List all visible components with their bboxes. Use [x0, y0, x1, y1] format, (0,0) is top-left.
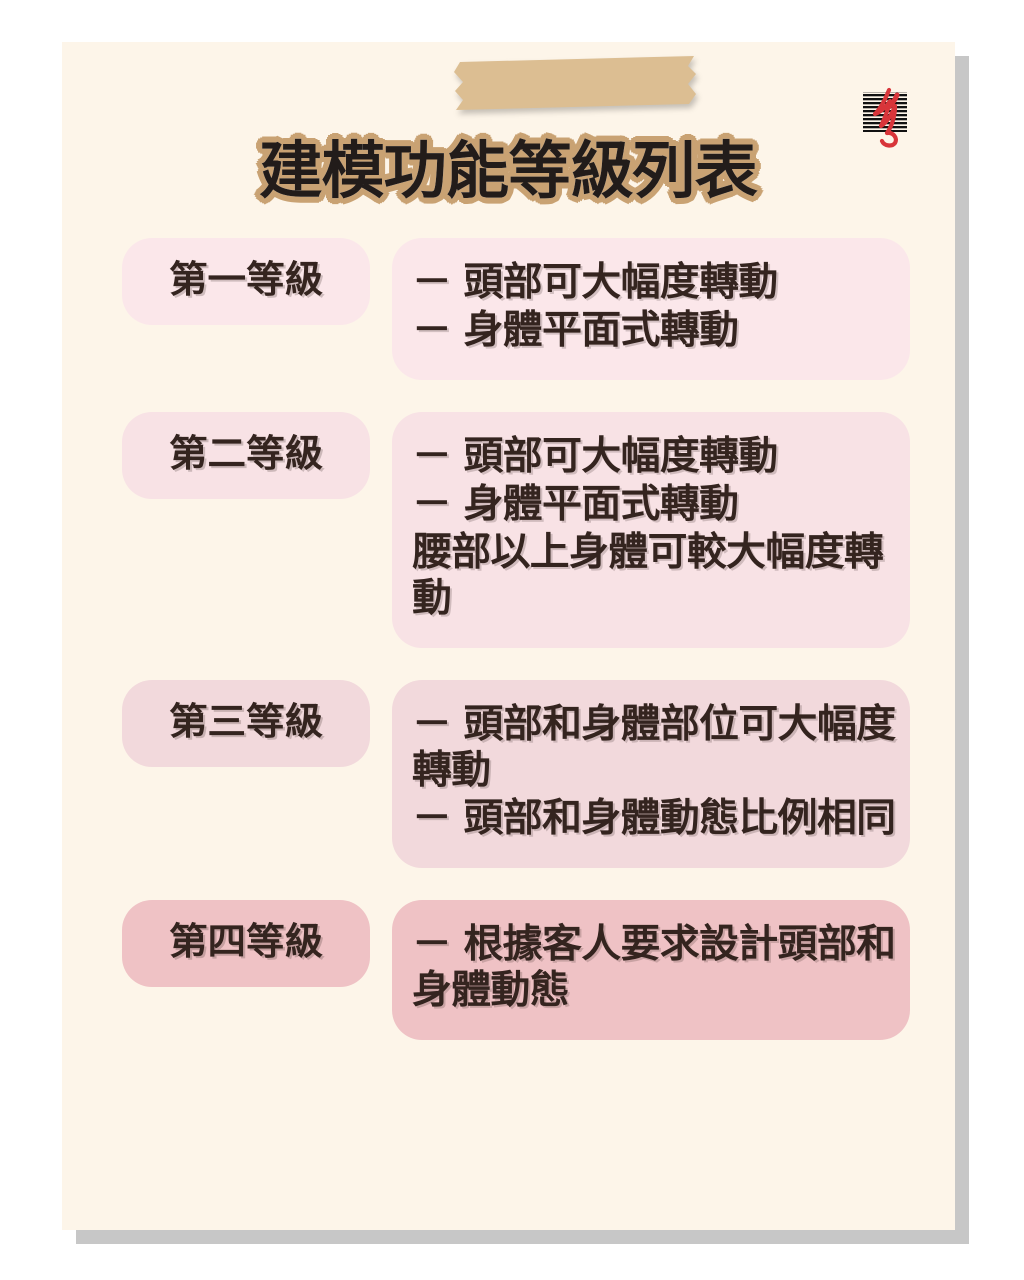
level-label-4: 第四等級 — [169, 920, 323, 964]
detail-line: －身體平面式轉動 — [412, 308, 902, 354]
level-list: 第一等級 －頭部可大幅度轉動 －身體平面式轉動 第二等級 －頭部可大幅度轉動 — [62, 238, 955, 1041]
washi-tape-icon — [450, 54, 702, 112]
bullet-dash: － — [412, 482, 452, 528]
level-row: 第一等級 －頭部可大幅度轉動 －身體平面式轉動 — [62, 238, 955, 381]
bullet-dash: － — [412, 434, 452, 480]
level-detail-box-1: －頭部可大幅度轉動 －身體平面式轉動 — [392, 238, 910, 381]
detail-line: －頭部可大幅度轉動 — [412, 434, 902, 480]
page-title: 建模功能等級列表 — [258, 134, 760, 207]
detail-text: 頭部和身體動態比例相同 — [463, 796, 896, 842]
detail-text: 身體平面式轉動 — [463, 482, 739, 528]
detail-line: －頭部和身體動態比例相同 — [412, 796, 902, 842]
bullet-dash: － — [412, 260, 452, 305]
detail-text: 腰部以上身體可較大幅度轉動 — [412, 530, 884, 622]
detail-line: －根據客人要求設計頭部和身體動態 — [412, 922, 902, 1014]
detail-text: 根據客人要求設計頭部和身體動態 — [412, 922, 896, 1014]
level-row: 第四等級 －根據客人要求設計頭部和身體動態 — [62, 900, 955, 1041]
level-label-3: 第三等級 — [169, 700, 323, 744]
level-label-2: 第二等級 — [169, 432, 323, 476]
bullet-dash: － — [412, 796, 452, 842]
level-detail-box-4: －根據客人要求設計頭部和身體動態 — [392, 900, 910, 1041]
detail-line: 腰部以上身體可較大幅度轉動 — [412, 530, 902, 622]
detail-line: －頭部和身體部位可大幅度轉動 — [412, 702, 902, 794]
detail-text: 身體平面式轉動 — [463, 308, 739, 354]
level-label-1: 第一等級 — [169, 258, 323, 301]
detail-text: 頭部和身體部位可大幅度轉動 — [412, 702, 896, 794]
detail-line: －身體平面式轉動 — [412, 482, 902, 528]
bullet-dash: － — [412, 702, 452, 748]
level-row: 第三等級 －頭部和身體部位可大幅度轉動 －頭部和身體動態比例相同 — [62, 680, 955, 869]
level-pill-4[interactable]: 第四等級 — [122, 900, 370, 987]
level-pill-2[interactable]: 第二等級 — [122, 412, 370, 499]
detail-line: －頭部可大幅度轉動 — [412, 260, 902, 306]
brand-logo-icon — [859, 86, 915, 148]
poster-card: 建模功能等級列表 第一等級 －頭部可大幅度轉動 －身體平面式轉動 第二等級 — [62, 42, 955, 1230]
bullet-dash: － — [412, 308, 452, 354]
level-detail-box-2: －頭部可大幅度轉動 －身體平面式轉動 腰部以上身體可較大幅度轉動 — [392, 412, 910, 649]
detail-text: 頭部可大幅度轉動 — [463, 260, 779, 305]
page-title-wrap: 建模功能等級列表 — [62, 134, 955, 207]
level-pill-1[interactable]: 第一等級 — [122, 238, 370, 325]
level-row: 第二等級 －頭部可大幅度轉動 －身體平面式轉動 腰部以上身體可較大幅度轉動 — [62, 412, 955, 649]
detail-text: 頭部可大幅度轉動 — [463, 434, 779, 480]
level-pill-3[interactable]: 第三等級 — [122, 680, 370, 767]
bullet-dash: － — [412, 922, 452, 968]
level-detail-box-3: －頭部和身體部位可大幅度轉動 －頭部和身體動態比例相同 — [392, 680, 910, 869]
